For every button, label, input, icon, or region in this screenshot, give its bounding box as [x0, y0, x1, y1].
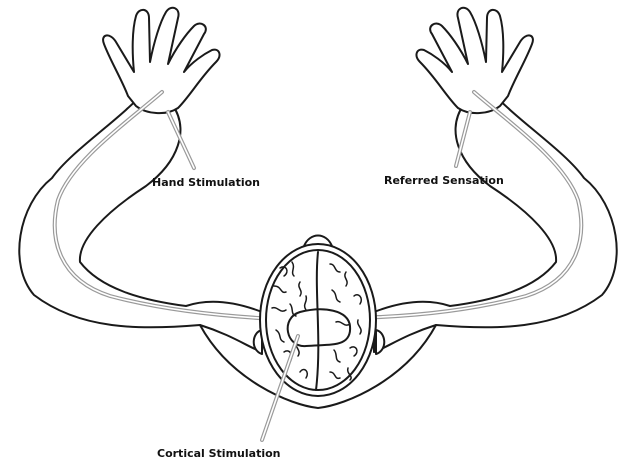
right-hand [417, 8, 533, 113]
cortical-stimulation-label: Cortical Stimulation [157, 447, 280, 460]
left-hand [103, 8, 219, 113]
referred-sensation-label: Referred Sensation [384, 174, 504, 187]
head [254, 236, 385, 397]
hand-stimulation-label: Hand Stimulation [152, 176, 260, 189]
